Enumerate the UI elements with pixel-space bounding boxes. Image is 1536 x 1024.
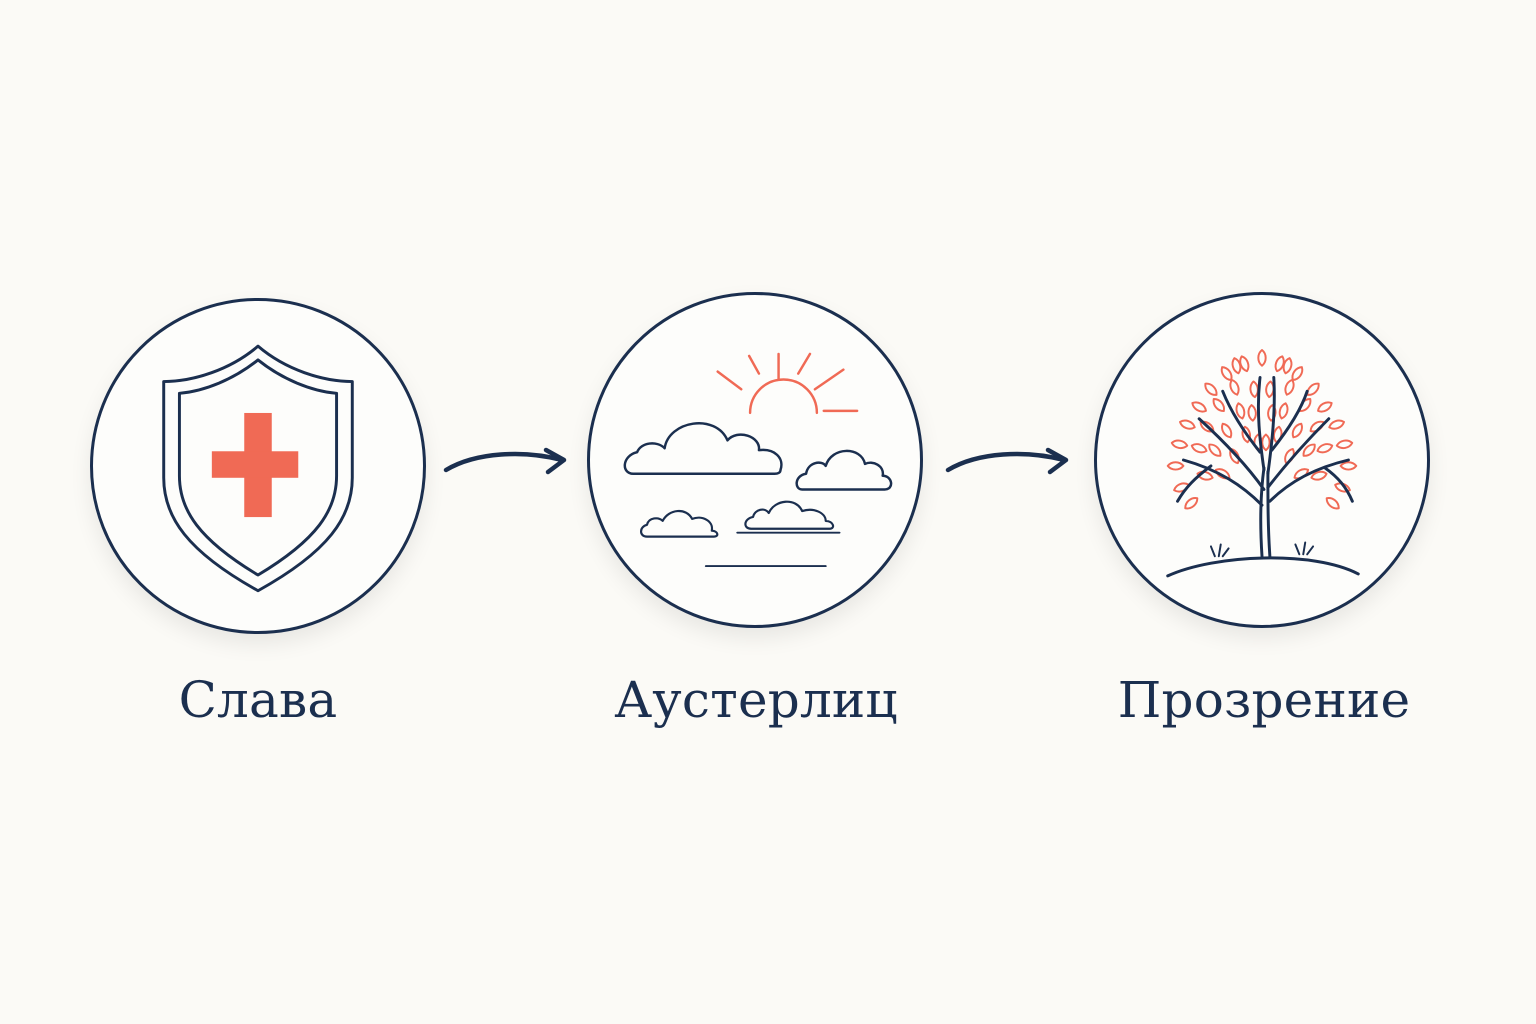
leaf-mark [1328,419,1346,430]
leaf-mark [1235,402,1246,420]
leaf-mark [1316,443,1334,454]
leaf-mark [1302,443,1316,457]
leaf-mark [1284,378,1295,396]
leaf-mark [1208,443,1222,457]
leaf-mark [1306,382,1320,396]
leaf-mark [1241,425,1252,444]
leaf-mark [1204,382,1218,396]
leaf-mark [1334,482,1351,493]
leaf-mark [1229,447,1240,465]
node-circle-1 [90,298,426,634]
leaf-mark [1274,355,1285,373]
leaf-mark [1166,461,1185,471]
leaf-mark [1339,461,1358,471]
tree-on-hill-icon [1166,349,1360,578]
leaf-mark [1249,380,1259,399]
leaf-mark [1278,402,1289,420]
leaf-mark [1239,355,1250,373]
node-label-3: Прозрение [1117,671,1411,729]
arrow-1-to-2 [442,440,572,480]
leaf-mark [1212,397,1225,413]
leaf-mark [1247,404,1257,422]
leaf-mark [1317,401,1333,413]
leaf-mark [1291,422,1303,439]
leaf-mark [1325,497,1340,510]
node-circle-2 [587,292,923,628]
node-label-1: Слава [178,671,338,729]
leaf-mark [1191,401,1207,413]
arrow-right-icon [443,447,567,475]
leaf-mark [1178,419,1196,430]
leaf-mark [1170,439,1189,450]
leaf-mark [1310,470,1328,481]
leaf-mark [1184,497,1199,510]
leaf-mark [1190,443,1208,454]
arrow-right-icon [945,447,1069,475]
leaf-mark [1335,439,1354,450]
leaf-mark [1221,422,1233,439]
arrow-2-to-3 [944,440,1074,480]
sky-sun-clouds-icon [623,352,893,568]
leaf-mark [1257,349,1267,367]
shield-cross-icon [162,344,354,593]
leaf-mark [1261,433,1271,452]
node-circle-3 [1094,292,1430,628]
leaf-mark [1229,378,1240,396]
leaf-mark [1282,357,1293,375]
node-label-2: Аустерлиц [614,671,898,729]
leaf-mark [1231,357,1242,375]
